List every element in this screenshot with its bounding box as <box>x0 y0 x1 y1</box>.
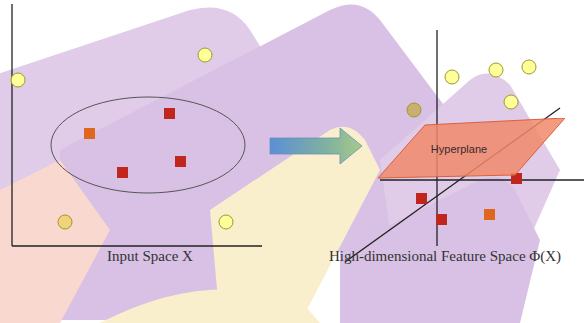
space-caption: High-dimensional Feature Space Φ(X) <box>325 247 565 267</box>
plane-label: Hyperplane <box>431 143 487 155</box>
red-points-feature <box>416 173 522 225</box>
class-boundary-ellipse <box>51 97 245 193</box>
plane-polygon <box>378 118 565 178</box>
input-axes <box>12 4 262 246</box>
feature-axes <box>345 30 584 262</box>
mapping-arrow <box>270 128 362 164</box>
red-points <box>84 108 186 178</box>
space-caption: Input Space X <box>70 247 230 267</box>
hyperplane-plane: Hyperplane <box>378 118 570 180</box>
